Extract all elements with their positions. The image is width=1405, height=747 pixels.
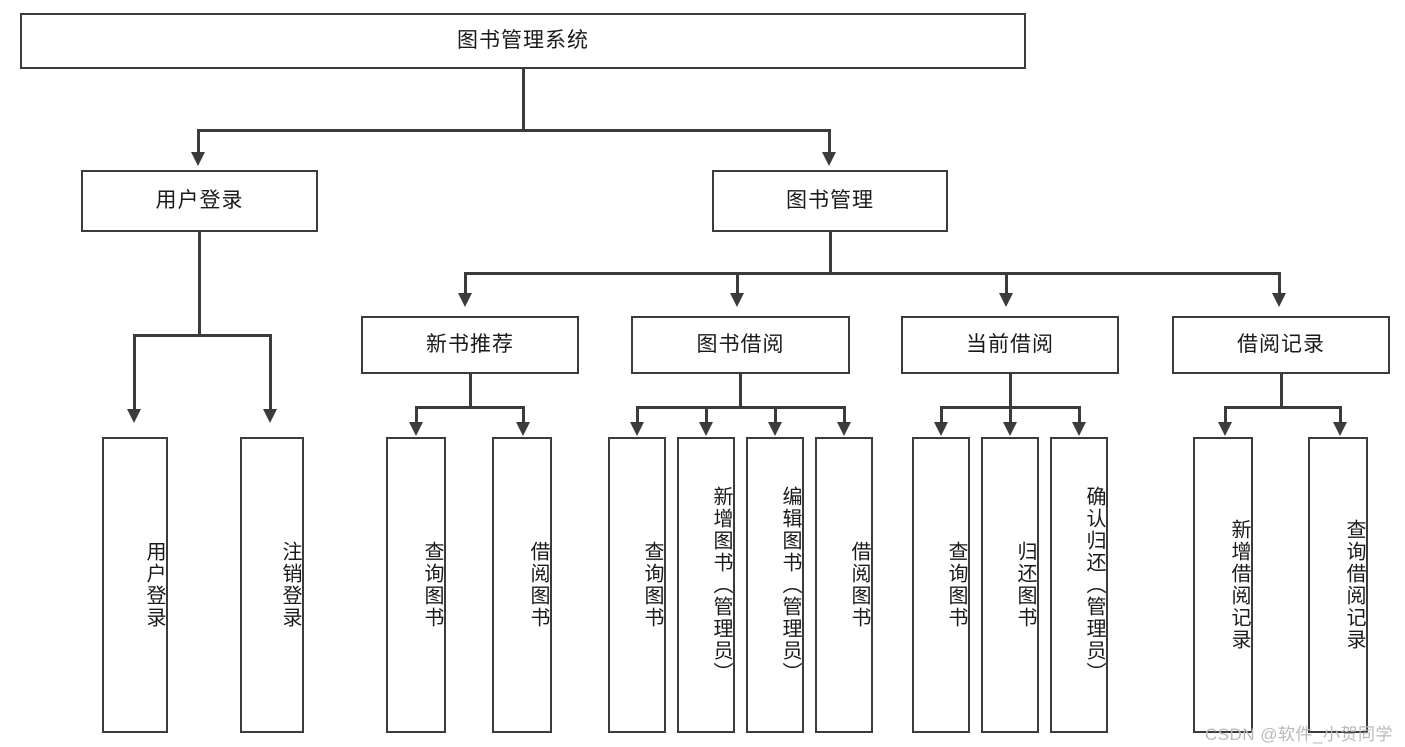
connector-borrow-stem bbox=[739, 374, 742, 408]
arrow-bm-to-borrow bbox=[730, 293, 744, 307]
connector-record-to-leaf-1 bbox=[1224, 406, 1227, 423]
node-leaf-logout-label: 注销登录 bbox=[279, 541, 301, 629]
node-leaf-record-add-label: 新增借阅记录 bbox=[1228, 519, 1250, 651]
node-leaf-borrow-query-book[interactable]: 查询图书 bbox=[608, 437, 666, 733]
arrow-borrow-to-leaf-4 bbox=[837, 422, 851, 436]
node-leaf-record-query[interactable]: 查询借阅记录 bbox=[1308, 437, 1368, 733]
node-leaf-borrow-edit-book[interactable]: 编辑图书（管理员） bbox=[746, 437, 804, 733]
node-leaf-borrow-add-book-label: 新增图书（管理员） bbox=[710, 486, 732, 684]
arrow-current-to-leaf-3 bbox=[1072, 422, 1086, 436]
node-leaf-borrow-edit-book-label: 编辑图书（管理员） bbox=[779, 486, 801, 684]
node-leaf-current-return-book-label: 归还图书 bbox=[1014, 541, 1036, 629]
arrow-record-to-leaf-1 bbox=[1218, 422, 1232, 436]
node-leaf-current-confirm-return-label: 确认归还（管理员） bbox=[1083, 486, 1105, 684]
connector-borrow-to-leaf-4 bbox=[843, 406, 846, 423]
arrow-bm-to-current bbox=[999, 293, 1013, 307]
node-leaf-current-query-book[interactable]: 查询图书 bbox=[912, 437, 970, 733]
arrow-borrow-to-leaf-3 bbox=[768, 422, 782, 436]
connector-user-login-stem bbox=[198, 232, 201, 336]
connector-recommend-stem bbox=[469, 374, 472, 408]
node-leaf-recommend-query-book-label: 查询图书 bbox=[421, 541, 443, 629]
arrow-current-to-leaf-1 bbox=[934, 422, 948, 436]
node-book-borrow[interactable]: 图书借阅 bbox=[631, 316, 850, 374]
connector-borrow-to-leaf-1 bbox=[636, 406, 639, 423]
node-user-login-label: 用户登录 bbox=[155, 189, 244, 213]
connector-user-login-to-leaf-1 bbox=[133, 334, 136, 410]
node-new-book-recommend[interactable]: 新书推荐 bbox=[361, 316, 579, 374]
node-leaf-record-query-label: 查询借阅记录 bbox=[1343, 519, 1365, 651]
node-current-borrow[interactable]: 当前借阅 bbox=[901, 316, 1119, 374]
connector-root-to-book-management bbox=[828, 129, 831, 153]
node-leaf-user-login[interactable]: 用户登录 bbox=[102, 437, 168, 733]
node-leaf-current-return-book[interactable]: 归还图书 bbox=[981, 437, 1039, 733]
node-root[interactable]: 图书管理系统 bbox=[20, 13, 1026, 69]
arrow-root-to-book-management bbox=[822, 152, 836, 166]
connector-root-bus bbox=[197, 129, 830, 132]
arrow-bm-to-recommend bbox=[458, 293, 472, 307]
node-user-login[interactable]: 用户登录 bbox=[81, 170, 318, 232]
connector-recommend-bus bbox=[415, 406, 524, 409]
connector-user-login-bus bbox=[133, 334, 271, 337]
arrow-borrow-to-leaf-2 bbox=[699, 422, 713, 436]
connector-borrow-bus bbox=[636, 406, 846, 409]
connector-current-to-leaf-1 bbox=[940, 406, 943, 423]
connector-book-management-stem bbox=[829, 232, 832, 274]
connector-borrow-to-leaf-3 bbox=[774, 406, 777, 423]
connector-root-stem bbox=[522, 69, 525, 131]
node-new-book-recommend-label: 新书推荐 bbox=[426, 333, 514, 357]
node-leaf-logout[interactable]: 注销登录 bbox=[240, 437, 304, 733]
connector-current-to-leaf-3 bbox=[1078, 406, 1081, 423]
node-book-management-label: 图书管理 bbox=[786, 189, 874, 213]
connector-record-to-leaf-2 bbox=[1339, 406, 1342, 423]
node-leaf-borrow-borrow-book[interactable]: 借阅图书 bbox=[815, 437, 873, 733]
connector-bm-to-record bbox=[1278, 272, 1281, 294]
connector-book-management-bus bbox=[464, 272, 1280, 275]
connector-record-stem bbox=[1280, 374, 1283, 408]
arrow-user-login-to-leaf-1 bbox=[127, 409, 141, 423]
arrow-bm-to-record bbox=[1272, 293, 1286, 307]
connector-bm-to-recommend bbox=[464, 272, 467, 294]
connector-bm-to-current bbox=[1005, 272, 1008, 294]
node-root-label: 图书管理系统 bbox=[457, 29, 589, 53]
connector-record-bus bbox=[1224, 406, 1341, 409]
node-borrow-record[interactable]: 借阅记录 bbox=[1172, 316, 1390, 374]
connector-recommend-to-leaf-2 bbox=[522, 406, 525, 423]
node-leaf-recommend-borrow-book[interactable]: 借阅图书 bbox=[492, 437, 552, 733]
connector-recommend-to-leaf-1 bbox=[415, 406, 418, 423]
node-borrow-record-label: 借阅记录 bbox=[1237, 333, 1325, 357]
node-leaf-borrow-add-book[interactable]: 新增图书（管理员） bbox=[677, 437, 735, 733]
node-leaf-current-confirm-return[interactable]: 确认归还（管理员） bbox=[1050, 437, 1108, 733]
node-leaf-recommend-borrow-book-label: 借阅图书 bbox=[527, 541, 549, 629]
node-leaf-recommend-query-book[interactable]: 查询图书 bbox=[386, 437, 446, 733]
arrow-record-to-leaf-2 bbox=[1333, 422, 1347, 436]
node-book-borrow-label: 图书借阅 bbox=[696, 333, 785, 357]
node-book-management[interactable]: 图书管理 bbox=[712, 170, 948, 232]
connector-user-login-to-leaf-2 bbox=[269, 334, 272, 410]
connector-current-stem bbox=[1009, 374, 1012, 408]
arrow-borrow-to-leaf-1 bbox=[630, 422, 644, 436]
node-leaf-record-add[interactable]: 新增借阅记录 bbox=[1193, 437, 1253, 733]
node-current-borrow-label: 当前借阅 bbox=[966, 333, 1054, 357]
connector-current-to-leaf-2 bbox=[1009, 406, 1012, 423]
node-leaf-borrow-borrow-book-label: 借阅图书 bbox=[848, 541, 870, 629]
node-leaf-user-login-label: 用户登录 bbox=[143, 541, 165, 629]
arrow-recommend-to-leaf-2 bbox=[516, 422, 530, 436]
node-leaf-current-query-book-label: 查询图书 bbox=[945, 541, 967, 629]
connector-root-to-user-login bbox=[197, 129, 200, 153]
arrow-current-to-leaf-2 bbox=[1003, 422, 1017, 436]
connector-borrow-to-leaf-2 bbox=[705, 406, 708, 423]
node-leaf-borrow-query-book-label: 查询图书 bbox=[641, 541, 663, 629]
arrow-root-to-user-login bbox=[191, 152, 205, 166]
connector-bm-to-borrow bbox=[736, 272, 739, 294]
arrow-user-login-to-leaf-2 bbox=[263, 409, 277, 423]
arrow-recommend-to-leaf-1 bbox=[409, 422, 423, 436]
